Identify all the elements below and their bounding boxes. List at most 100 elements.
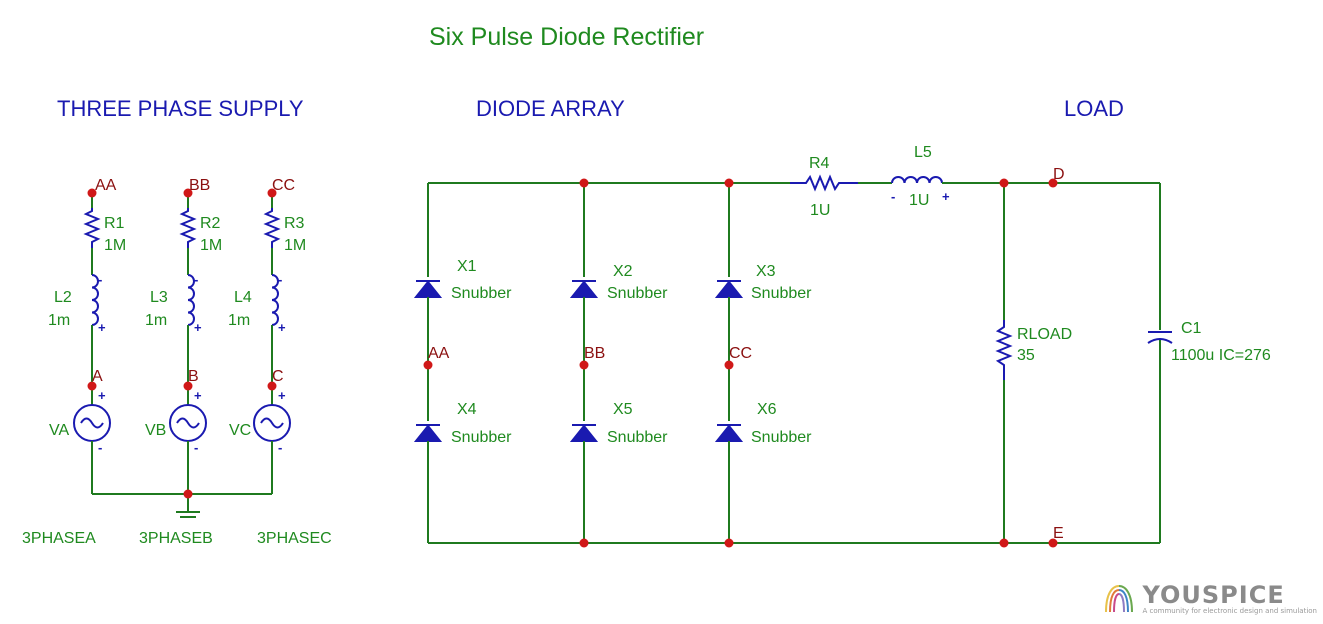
resistor-r1-symbol: [83, 208, 101, 248]
diode-x3-model: Snubber: [751, 285, 812, 302]
node-label-aa: AA: [95, 177, 117, 194]
rload-ref: RLOAD: [1017, 326, 1072, 343]
node-dot: [183, 188, 193, 198]
resistor-r4-symbol: [790, 174, 858, 192]
node-dot: [267, 188, 277, 198]
node-dot: [724, 538, 734, 548]
phase-label-b: 3PHASEB: [139, 530, 213, 547]
l5-ref: L5: [914, 144, 932, 161]
r1-value: 1M: [104, 237, 126, 254]
node-label-d: D: [1053, 166, 1065, 183]
polarity-plus: +: [98, 320, 106, 335]
section-label-supply: THREE PHASE SUPPLY: [57, 96, 304, 121]
section-label-load: LOAD: [1064, 96, 1124, 121]
c1-ref: C1: [1181, 320, 1202, 337]
diode-x3-ref: X3: [756, 263, 776, 280]
diode-x5-symbol: [569, 424, 599, 442]
node-dot: [423, 360, 433, 370]
node-label-cc: CC: [729, 345, 752, 362]
node-dot: [1048, 178, 1058, 188]
logo-tagline: A community for electronic design and si…: [1142, 607, 1317, 615]
node-label-e: E: [1053, 525, 1064, 542]
diode-x5-model: Snubber: [607, 429, 668, 446]
node-dot: [183, 381, 193, 391]
node-label-a: A: [92, 368, 103, 385]
r4-ref: R4: [809, 155, 830, 172]
source-vc-label: VC: [229, 422, 251, 439]
inductor-l3-symbol: [187, 274, 195, 326]
r3-value: 1M: [284, 237, 306, 254]
polarity-plus: +: [278, 388, 286, 403]
node-label-aa: AA: [428, 345, 450, 362]
l2-value: 1m: [48, 312, 70, 329]
rload-value: 35: [1017, 347, 1035, 364]
diode-array: AA BB CC D E X1 Snubber X2 Snubber X3 Sn…: [413, 144, 1271, 548]
node-dot: [267, 381, 277, 391]
node-dot: [579, 178, 589, 188]
node-label-b: B: [188, 368, 199, 385]
inductor-l2-symbol: [91, 274, 99, 326]
source-va-label: VA: [49, 422, 69, 439]
node-dot: [724, 178, 734, 188]
polarity-minus: -: [98, 272, 102, 287]
node-dot: [999, 178, 1009, 188]
diode-x6-symbol: [714, 424, 744, 442]
resistor-r2-symbol: [179, 208, 197, 248]
node-dot: [183, 489, 193, 499]
resistor-rload-symbol: [995, 320, 1013, 380]
l2-ref: L2: [54, 289, 72, 306]
resistor-r3-symbol: [263, 208, 281, 248]
diode-x4-symbol: [413, 424, 443, 442]
l4-ref: L4: [234, 289, 252, 306]
polarity-minus: -: [194, 440, 198, 455]
ground-icon: [176, 511, 200, 518]
polarity-minus: -: [98, 440, 102, 455]
diode-x4-ref: X4: [457, 401, 477, 418]
sine-icon: [176, 417, 200, 429]
logo-text-block: YOUSPICE A community for electronic desi…: [1142, 583, 1317, 615]
polarity-plus: +: [194, 388, 202, 403]
diode-x6-model: Snubber: [751, 429, 812, 446]
diode-x6-ref: X6: [757, 401, 777, 418]
diode-x1-ref: X1: [457, 258, 477, 275]
node-label-cc: CC: [272, 177, 295, 194]
node-label-bb: BB: [584, 345, 605, 362]
polarity-plus: +: [194, 320, 202, 335]
polarity-minus: -: [278, 440, 282, 455]
youspice-logo[interactable]: YOUSPICE A community for electronic desi…: [1102, 582, 1317, 616]
c1-value: 1100u IC=276: [1171, 347, 1271, 364]
polarity-plus: +: [278, 320, 286, 335]
node-dot: [999, 538, 1009, 548]
r4-value: 1U: [810, 202, 830, 219]
l5-value: 1U: [909, 192, 929, 209]
l4-value: 1m: [228, 312, 250, 329]
polarity-plus: +: [942, 189, 950, 204]
node-dot: [87, 188, 97, 198]
logo-mark-icon: [1105, 585, 1134, 613]
diode-x2-symbol: [569, 280, 599, 298]
diode-x2-ref: X2: [613, 263, 633, 280]
r2-value: 1M: [200, 237, 222, 254]
inductor-l5-symbol: [891, 176, 943, 184]
polarity-plus: +: [98, 388, 106, 403]
phase-label-a: 3PHASEA: [22, 530, 96, 547]
node-label-bb: BB: [189, 177, 210, 194]
node-dot: [87, 381, 97, 391]
polarity-minus: -: [194, 272, 198, 287]
source-vb-label: VB: [145, 422, 166, 439]
sine-icon: [80, 417, 104, 429]
diode-x4-model: Snubber: [451, 429, 512, 446]
diode-x1-symbol: [413, 280, 443, 298]
schematic-title: Six Pulse Diode Rectifier: [429, 23, 704, 51]
node-label-c: C: [272, 368, 284, 385]
l3-value: 1m: [145, 312, 167, 329]
node-dot: [579, 538, 589, 548]
r3-ref: R3: [284, 215, 305, 232]
node-dot: [1048, 538, 1058, 548]
node-dot: [579, 360, 589, 370]
logo-name: YOUSPICE: [1142, 581, 1285, 609]
three-phase-supply: AA BB CC A B C R1 1M R2 1M R3 1M L2 1m L…: [22, 177, 332, 547]
diode-x1-model: Snubber: [451, 285, 512, 302]
capacitor-c1-plate: [1147, 338, 1173, 344]
